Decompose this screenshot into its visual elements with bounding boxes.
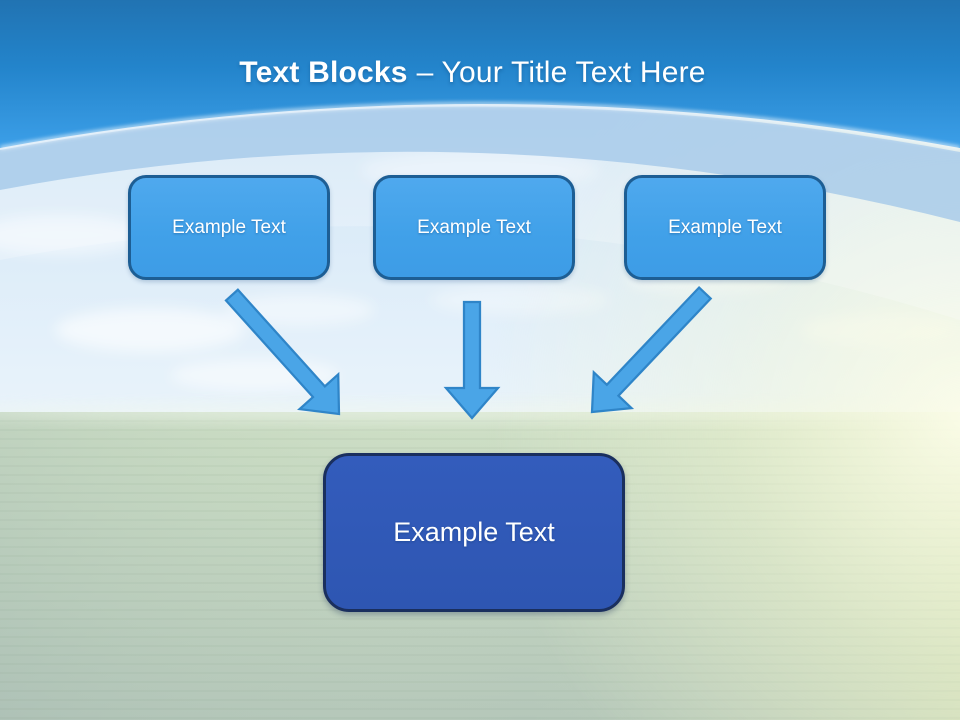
text-block-2-label: Example Text [417, 216, 531, 238]
arc-band [0, 106, 960, 222]
text-block-2: Example Text [373, 175, 575, 280]
slide-title-regular: – Your Title Text Here [416, 56, 706, 89]
text-block-1-label: Example Text [172, 216, 286, 238]
slide-title: Text Blocks– Your Title Text Here [0, 55, 945, 91]
result-block: Example Text [323, 453, 625, 612]
header-banner [0, 0, 960, 148]
result-block-label: Example Text [393, 517, 555, 547]
text-block-3-label: Example Text [668, 216, 782, 238]
text-block-3: Example Text [624, 175, 826, 280]
header-curve-highlight [0, 102, 960, 150]
slide-title-bold: Text Blocks [239, 56, 408, 89]
text-block-1: Example Text [128, 175, 330, 280]
